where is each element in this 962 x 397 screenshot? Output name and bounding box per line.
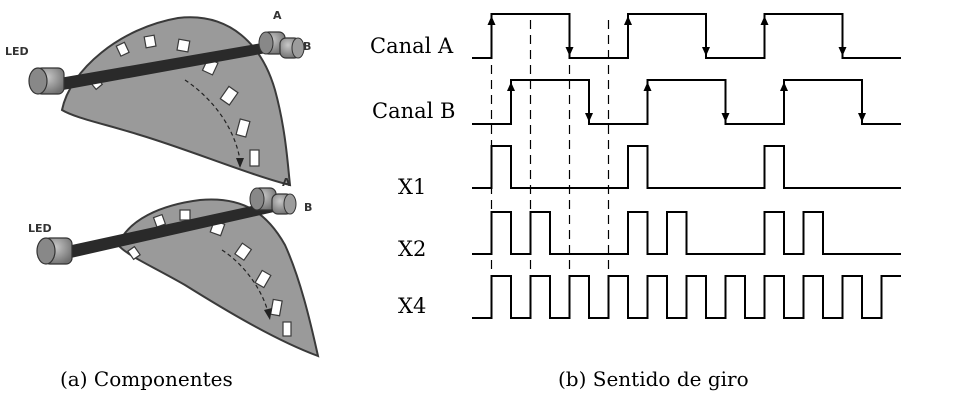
waveform-canal-a (472, 13, 901, 59)
edge-arrow-canal-a (624, 16, 632, 25)
edge-arrow-canal-b (780, 82, 788, 91)
led-label-top: LED (5, 45, 29, 58)
disk-bottom-shape (116, 198, 320, 358)
sensor-a-cylinder-bottom (249, 187, 277, 211)
disk-top-shape (60, 16, 292, 187)
caption-sentido-de-giro: (b) Sentido de giro (558, 367, 749, 391)
signal-label-canal-a: Canal A (370, 34, 454, 58)
light-beam-bottom (58, 202, 274, 260)
phase-guide-lines (490, 20, 610, 272)
signal-label-x1: X1 (398, 175, 426, 199)
waveform-x4 (472, 275, 901, 319)
sensor-b-label-bottom: B (304, 201, 312, 214)
signal-label-x4: X4 (398, 294, 426, 318)
rotation-arrowhead-bottom (264, 308, 272, 320)
signal-label-canal-b: Canal B (372, 99, 455, 123)
edge-arrow-canal-b (721, 113, 730, 122)
sensor-a-label-top: A (273, 9, 282, 22)
waveform-x2 (472, 211, 901, 255)
edge-arrow-canal-b (507, 82, 515, 91)
sensor-b-cylinder-bottom (271, 193, 297, 215)
edge-arrow-canal-b (643, 82, 652, 91)
rotation-arrow-top (184, 79, 241, 161)
edge-arrow-canal-a (760, 16, 769, 25)
rotation-arrow-bottom (221, 249, 269, 313)
sensor-b-label-top: B (303, 40, 311, 53)
caption-componentes: (a) Componentes (60, 367, 233, 391)
rotation-arrowhead-top (236, 158, 244, 168)
edge-arrow-canal-b (858, 113, 866, 122)
waveform-canal-b (472, 79, 901, 125)
light-beam-top (48, 42, 272, 92)
edge-arrow-canal-a (838, 47, 847, 56)
led-cylinder-bottom (36, 237, 73, 265)
encoder-disk-top: LED A B (5, 9, 311, 187)
led-label-bottom: LED (28, 222, 52, 235)
disk-bottom-slots (127, 209, 292, 337)
sensor-b-cylinder-top (279, 37, 305, 59)
encoder-disk-bottom: LED A B (28, 176, 320, 358)
signal-label-x2: X2 (398, 237, 426, 261)
led-cylinder-top (28, 67, 65, 95)
waveform-x1 (472, 145, 901, 189)
edge-arrow-canal-a (702, 47, 710, 56)
sensor-a-label-bottom: A (282, 176, 291, 189)
edge-arrow-canal-b (585, 113, 593, 122)
